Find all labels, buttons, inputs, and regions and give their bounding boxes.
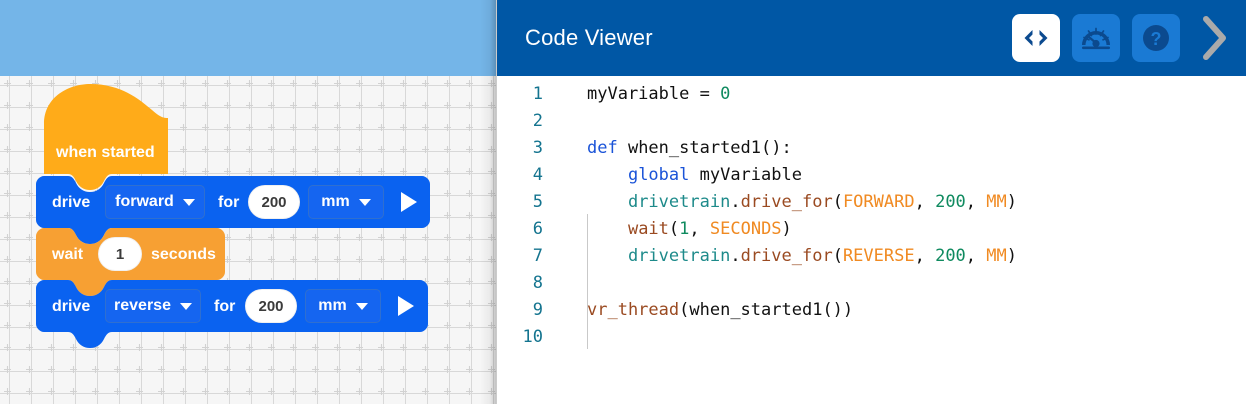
code-line: 10 — [497, 323, 1246, 350]
indent-guide — [587, 214, 588, 349]
help-button[interactable]: ? — [1132, 14, 1180, 62]
code-line: 7 drivetrain.drive_for(REVERSE, 200, MM) — [497, 242, 1246, 269]
line-number: 5 — [532, 191, 543, 212]
code-line: 6 wait(1, SECONDS) — [497, 215, 1246, 242]
code-line-content[interactable]: wait(1, SECONDS) — [627, 218, 792, 239]
gauge-icon — [1082, 27, 1110, 50]
code-viewer-panel: Code Viewer — [497, 0, 1246, 404]
code-line: 4 global myVariable — [497, 161, 1246, 188]
code-line-content[interactable]: def when_started1(): — [587, 137, 792, 158]
drive-reverse-unit-dropdown[interactable]: mm — [305, 289, 381, 323]
drive-reverse-distance-input[interactable]: 200 — [245, 289, 297, 323]
code-viewer-toolbar: ? — [1012, 0, 1240, 76]
wait-seconds-value: 1 — [115, 245, 125, 263]
dashboard-view-button[interactable] — [1072, 14, 1120, 62]
chevron-down-icon — [355, 302, 368, 310]
code-line: 8 — [497, 269, 1246, 296]
code-viewer-header: Code Viewer — [497, 0, 1246, 76]
block-wait-label: wait — [52, 246, 84, 263]
block-drive-reverse[interactable] — [0, 76, 496, 404]
block-drive-reverse-label: drive — [52, 298, 91, 315]
svg-text:?: ? — [1151, 29, 1162, 49]
blocks-workspace[interactable]: when started drive forward for 200 mm — [0, 0, 496, 404]
line-number: 4 — [532, 164, 543, 185]
drive-reverse-distance-value: 200 — [258, 297, 284, 315]
code-line-content[interactable]: drivetrain.drive_for(REVERSE, 200, MM) — [627, 245, 1018, 266]
collapse-panel-button[interactable] — [1194, 10, 1234, 66]
code-line: 2 — [497, 107, 1246, 134]
code-brackets-icon — [1024, 30, 1048, 46]
chevron-down-icon — [179, 302, 192, 310]
drive-reverse-unit-value: mm — [318, 297, 347, 314]
code-line-content[interactable]: myVariable = 0 — [587, 83, 731, 104]
code-line-content[interactable]: vr_thread(when_started1()) — [587, 299, 854, 320]
wait-seconds-unit-label: seconds — [151, 246, 216, 263]
line-number: 9 — [532, 299, 543, 320]
drive-reverse-direction-dropdown[interactable]: reverse — [105, 289, 201, 323]
code-line: 5 drivetrain.drive_for(FORWARD, 200, MM) — [497, 188, 1246, 215]
code-viewer-title: Code Viewer — [525, 25, 653, 50]
line-number: 2 — [532, 110, 543, 131]
line-number: 6 — [532, 218, 543, 239]
code-line: 9 vr_thread(when_started1()) — [497, 296, 1246, 323]
code-view-button[interactable] — [1012, 14, 1060, 62]
question-mark-icon: ? — [1143, 25, 1169, 51]
chevron-right-icon — [1203, 16, 1226, 60]
drive-reverse-for-label: for — [214, 298, 236, 315]
block-stack[interactable]: when started drive forward for 200 mm — [0, 76, 496, 404]
line-number: 10 — [522, 326, 543, 347]
drive-reverse-direction-value: reverse — [114, 297, 171, 314]
wait-seconds-input[interactable]: 1 — [98, 237, 142, 271]
code-line: 1 myVariable = 0 — [497, 80, 1246, 107]
code-line-content[interactable]: global myVariable — [627, 164, 802, 185]
code-editor-body[interactable]: 1 myVariable = 0 2 3 def when_started1()… — [497, 76, 1246, 404]
code-line-content[interactable]: drivetrain.drive_for(FORWARD, 200, MM) — [627, 191, 1018, 212]
workspace-topbar — [0, 0, 496, 76]
line-number: 3 — [532, 137, 543, 158]
workspace-canvas[interactable]: when started drive forward for 200 mm — [0, 76, 496, 404]
code-line: 3 def when_started1(): — [497, 134, 1246, 161]
line-number: 1 — [532, 83, 543, 104]
line-number: 7 — [532, 245, 543, 266]
line-number: 8 — [532, 272, 543, 293]
drive-reverse-run-icon[interactable] — [398, 296, 414, 316]
